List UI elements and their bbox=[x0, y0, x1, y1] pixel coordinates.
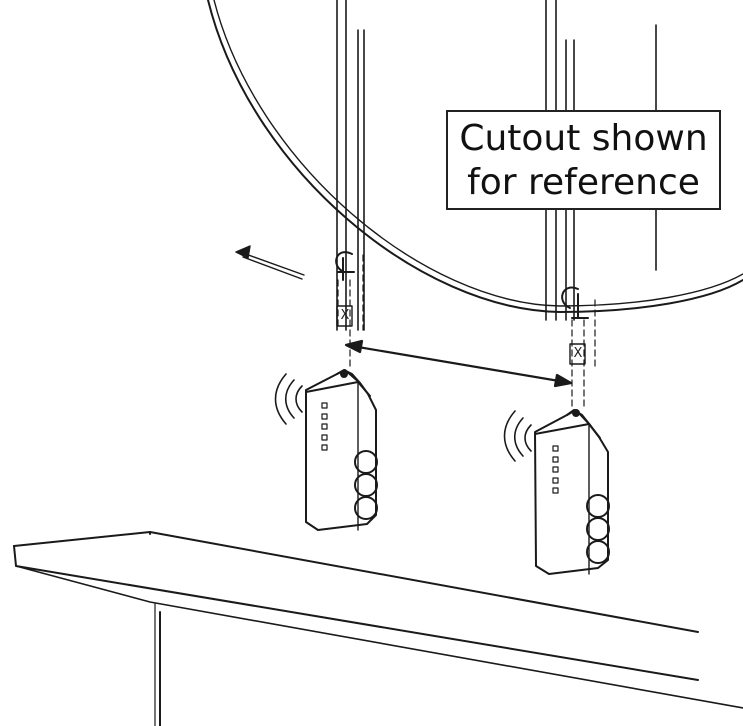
indicator-leds-left bbox=[321, 402, 328, 451]
callout-line-1: Cutout shown bbox=[459, 118, 708, 159]
marker-box-right bbox=[569, 343, 586, 365]
remote-right bbox=[534, 409, 610, 575]
hook-left bbox=[335, 251, 355, 281]
shelf bbox=[13, 531, 743, 726]
direction-arrow bbox=[235, 245, 305, 280]
marker-x-right: X bbox=[573, 346, 583, 361]
cutout-callout: Cutout shown for reference bbox=[446, 110, 721, 210]
signal-waves-left bbox=[274, 373, 303, 425]
cutout-edge bbox=[207, 0, 743, 313]
callout-line-2: for reference bbox=[467, 162, 700, 203]
signal-waves-right bbox=[503, 410, 532, 462]
spacing-arrow bbox=[344, 339, 573, 388]
marker-x-left: X bbox=[340, 308, 350, 323]
remote-left bbox=[305, 369, 378, 531]
buttons-left bbox=[354, 450, 378, 520]
marker-box-left bbox=[336, 305, 353, 327]
indicator-leds-right bbox=[552, 445, 559, 494]
alignment-guides bbox=[337, 254, 596, 411]
hook-right bbox=[561, 286, 589, 319]
buttons-right bbox=[586, 494, 610, 564]
